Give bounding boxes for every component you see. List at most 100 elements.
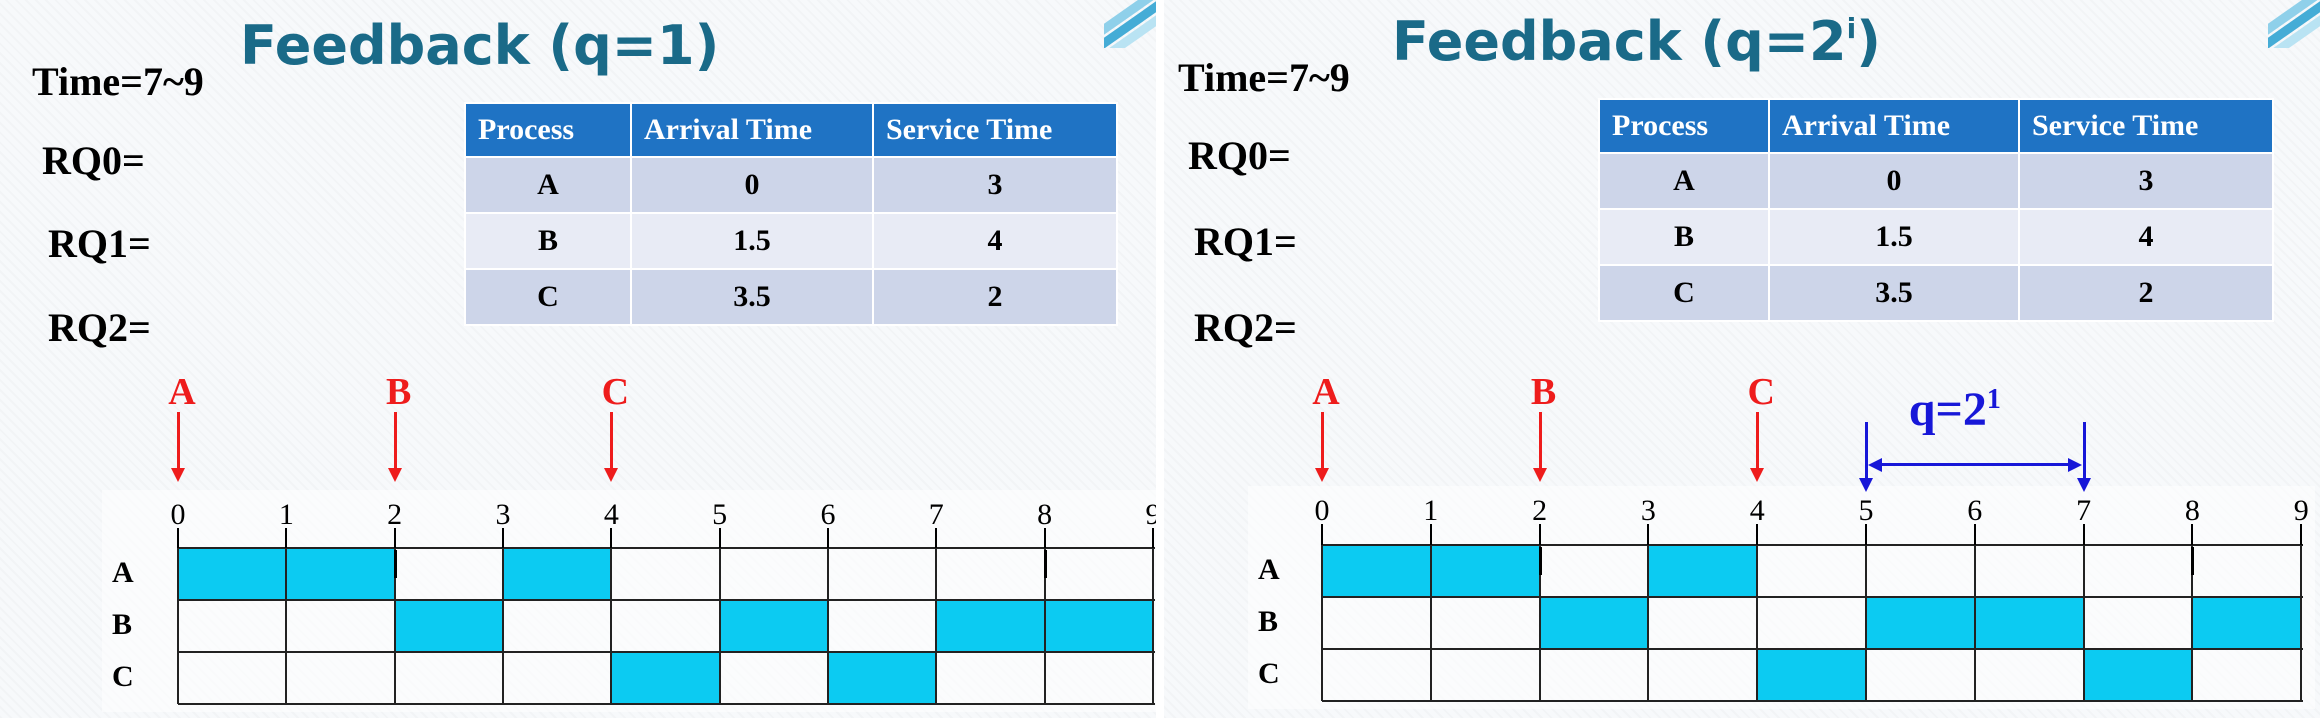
header-service-time: Service Time [872, 102, 1118, 158]
execution-block [2192, 597, 2302, 649]
execution-block [1430, 545, 1540, 597]
arrival-arrow [1756, 412, 1760, 470]
time-tick-mark [501, 528, 504, 548]
grid-line [178, 703, 1155, 705]
cell-arrival: 1.5 [630, 212, 874, 270]
execution-block [394, 600, 503, 652]
grid-line [935, 548, 938, 704]
cell-service: 2 [2018, 264, 2274, 322]
slide-divider [1156, 0, 1164, 718]
process-table: Process Arrival Time Service Time A 0 3 … [464, 102, 1118, 326]
cell-arrival: 0 [630, 156, 874, 214]
cell-service: 2 [872, 268, 1118, 326]
table-row: B 1.5 4 [464, 212, 1118, 270]
execution-block [1044, 600, 1153, 652]
boundary-mark [1538, 547, 1542, 575]
table-header-row: Process Arrival Time Service Time [1598, 98, 2274, 154]
rq2-label: RQ2= [48, 305, 151, 350]
cell-process: A [1598, 152, 1770, 210]
execution-block [2083, 649, 2193, 701]
time-tick-label: 2 [1532, 494, 1548, 527]
quantum-boundary-arrow [2082, 422, 2086, 482]
arrival-arrow-head [1315, 468, 1329, 482]
execution-block [1974, 597, 2084, 649]
execution-block [611, 652, 720, 704]
gantt-row-label: C [1258, 657, 1280, 690]
time-tick-mark [1756, 524, 1759, 545]
time-tick-label: 0 [1314, 494, 1330, 527]
quantum-label-exponent: 1 [1986, 384, 2001, 415]
arrival-label: B [1530, 371, 1557, 413]
grid-line [1322, 544, 2304, 546]
arrival-arrow [610, 412, 614, 470]
quantum-boundary-arrow-head [1859, 478, 1873, 492]
execution-block [286, 548, 395, 600]
table-row: C 3.5 2 [1598, 264, 2274, 322]
grid-line [826, 548, 829, 704]
execution-block [1648, 545, 1758, 597]
cell-service: 4 [2018, 208, 2274, 266]
time-tick-label: 5 [712, 498, 728, 531]
grid-line [1321, 545, 1323, 701]
time-tick-label: 4 [603, 498, 619, 531]
time-tick-mark [2082, 524, 2085, 545]
cell-process: B [1598, 208, 1770, 266]
time-tick-mark [1321, 524, 1323, 545]
slide-title: Feedback (q=1) [240, 14, 720, 77]
header-arrival-time: Arrival Time [630, 102, 874, 158]
arrival-label: A [168, 371, 196, 413]
time-tick-mark [610, 528, 613, 548]
table-row: C 3.5 2 [464, 268, 1118, 326]
arrival-arrow-head [604, 468, 619, 482]
time-tick-label: 4 [1749, 494, 1765, 527]
slide-title: Feedback (q=2i) [1392, 10, 1881, 73]
rq1-label: RQ1= [48, 221, 151, 266]
header-process: Process [464, 102, 632, 158]
execution-block [178, 548, 287, 600]
cell-process: C [464, 268, 632, 326]
process-table: Process Arrival Time Service Time A 0 3 … [1598, 98, 2274, 322]
execution-block [719, 600, 828, 652]
arrival-arrow-head [1532, 468, 1547, 482]
grid-line [718, 548, 721, 704]
grid-line [2191, 545, 2194, 701]
header-process: Process [1598, 98, 1770, 154]
grid-line [1429, 545, 1432, 701]
gantt-row-label: A [1258, 553, 1280, 586]
grid-line [1973, 545, 1976, 701]
time-tick-label: 3 [495, 498, 511, 531]
quantum-label: q=21 [1909, 382, 2001, 437]
cell-arrival: 1.5 [1768, 208, 2020, 266]
grid-line [610, 548, 613, 704]
arrival-arrow-head [1750, 468, 1765, 482]
arrival-label: B [385, 371, 412, 413]
rq0-label: RQ0= [42, 138, 145, 183]
corner-decoration [2268, 0, 2320, 48]
grid-line [1865, 545, 1867, 701]
execution-block [1322, 545, 1431, 597]
time-tick-label: 8 [2184, 494, 2200, 527]
grid-line [285, 548, 288, 704]
time-tick-mark [1429, 524, 1432, 545]
quantum-boundary-arrow [1865, 422, 1868, 482]
arrival-arrow-head [171, 468, 185, 482]
cell-service: 3 [872, 156, 1118, 214]
execution-block [502, 548, 612, 600]
time-tick-label: 6 [1967, 494, 1983, 527]
time-tick-label: 9 [2293, 494, 2309, 527]
grid-line [2300, 545, 2303, 701]
time-tick-label: 3 [1640, 494, 1656, 527]
time-tick-label: 7 [2076, 494, 2092, 527]
cell-process: C [1598, 264, 1770, 322]
grid-line [1322, 648, 2304, 650]
quantum-label-text: q=2 [1908, 383, 1987, 436]
cell-process: A [464, 156, 632, 214]
quantum-boundary-arrow-head [2076, 478, 2091, 492]
quantum-span-line [1878, 463, 2072, 466]
corner-decoration [1104, 0, 1156, 48]
slide-left: Feedback (q=1) Time=7~9 RQ0= RQ1= RQ2= P… [0, 0, 1156, 718]
time-tick-mark [2300, 524, 2303, 545]
cell-service: 3 [2018, 152, 2274, 210]
time-label: Time=7~9 [1178, 55, 1350, 100]
header-service-time: Service Time [2018, 98, 2274, 154]
